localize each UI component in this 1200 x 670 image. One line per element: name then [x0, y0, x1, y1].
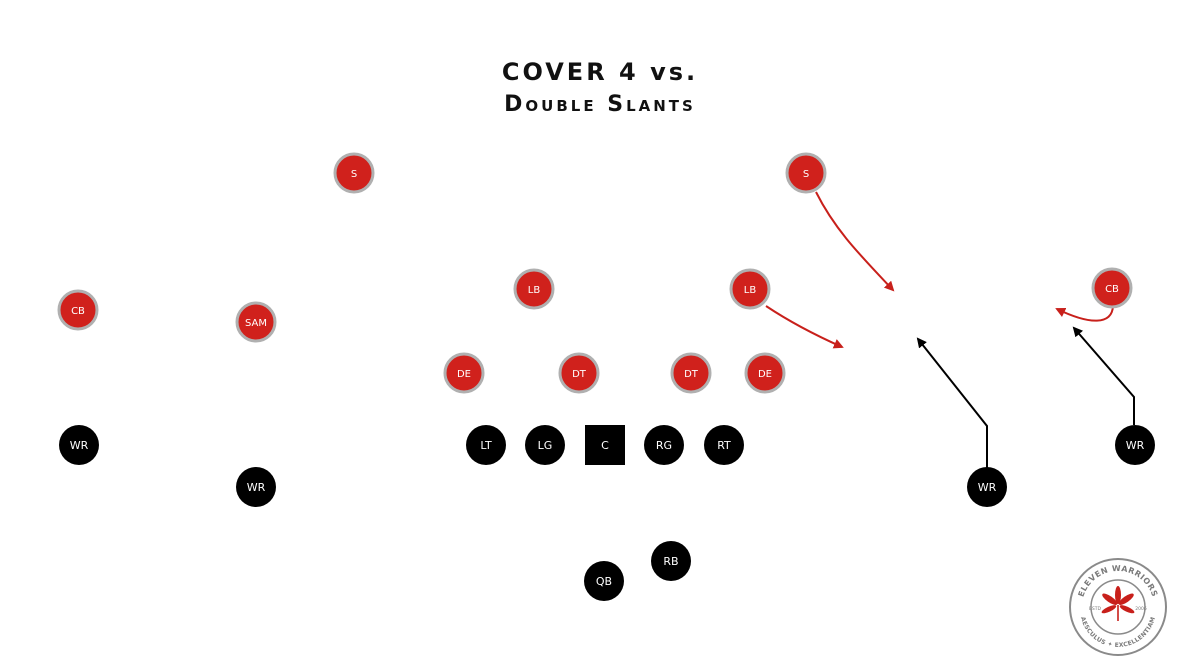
defender-label: CB [71, 306, 85, 317]
safety-drop-route [815, 191, 895, 292]
defender-end-right: DE [744, 352, 786, 394]
defender-label: CB [1105, 284, 1119, 295]
logo-year-text: 2006 [1135, 606, 1147, 612]
buckeye-leaf-icon [1101, 586, 1135, 621]
left-guard: LG [525, 425, 565, 465]
offense-label: RB [663, 555, 678, 568]
offense-group: WR WR LT LG C RG [59, 425, 1155, 601]
defender-linebacker-right: LB [729, 268, 771, 310]
receiver-left-outside: WR [59, 425, 99, 465]
offense-label: LG [538, 439, 553, 452]
defender-sam: SAM [235, 301, 277, 343]
offense-label: WR [978, 481, 997, 494]
defender-label: DT [684, 369, 699, 380]
defender-label: DE [758, 369, 772, 380]
offense-label: C [601, 439, 609, 452]
left-tackle: LT [466, 425, 506, 465]
defender-label: S [803, 169, 809, 180]
eleven-warriors-logo: ELEVEN WARRIORS AESCULUS ✦ EXCELLENTIAM … [1069, 558, 1167, 656]
center: C [585, 425, 625, 465]
receiver-right-slot: WR [967, 467, 1007, 507]
defender-linebacker-left: LB [513, 268, 555, 310]
offense-label: LT [480, 439, 492, 452]
defender-safety-left: S [333, 152, 375, 194]
offense-label: WR [70, 439, 89, 452]
receiver-left-slot: WR [236, 467, 276, 507]
offense-label: RG [656, 439, 672, 452]
defender-label: SAM [245, 318, 267, 329]
diagram-subtitle: Double Slants [504, 92, 696, 117]
defender-label: S [351, 169, 357, 180]
offense-label: RT [717, 439, 731, 452]
running-back: RB [651, 541, 691, 581]
defender-label: DT [572, 369, 587, 380]
defender-cornerback-left: CB [57, 289, 99, 331]
defender-cornerback-right: CB [1091, 267, 1133, 309]
quarterback: QB [584, 561, 624, 601]
defense-group: S S LB LB CB SAM [57, 152, 1133, 394]
diagram-title: COVER 4 vs. [501, 58, 699, 86]
right-guard: RG [644, 425, 684, 465]
defender-tackle-left: DT [558, 352, 600, 394]
slot-slant-route [916, 337, 988, 468]
defender-label: LB [744, 285, 757, 296]
logo-estd-text: ESTD [1089, 606, 1101, 612]
cornerback-drop-route [1055, 305, 1114, 322]
defender-safety-right: S [785, 152, 827, 194]
offense-label: QB [596, 575, 612, 588]
outside-slant-route [1072, 326, 1135, 425]
defender-label: LB [528, 285, 541, 296]
offense-label: WR [1126, 439, 1145, 452]
offense-label: WR [247, 481, 266, 494]
linebacker-drop-route [765, 305, 844, 349]
receiver-right-outside: WR [1115, 425, 1155, 465]
defender-end-left: DE [443, 352, 485, 394]
defender-label: DE [457, 369, 471, 380]
defender-tackle-right: DT [670, 352, 712, 394]
routes [765, 191, 1135, 468]
right-tackle: RT [704, 425, 744, 465]
